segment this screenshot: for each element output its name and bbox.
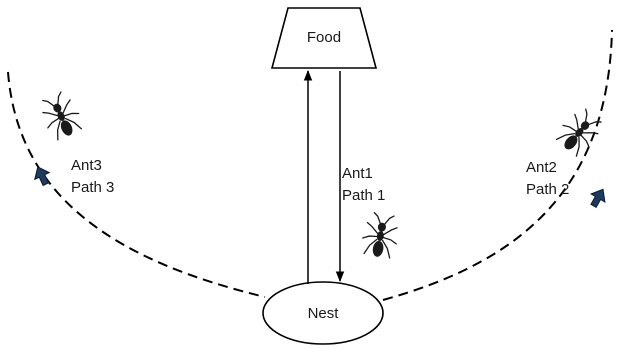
ant2-path: Path 2: [526, 181, 569, 198]
ant3-icon: [35, 88, 87, 144]
ant3-label-group: Ant3 Path 3: [71, 157, 114, 196]
direction-arrow-path-2: [589, 188, 606, 208]
food-label: Food: [307, 29, 341, 46]
path-3-dashed-curve: [7, 71, 266, 298]
ant3-name: Ant3: [71, 157, 102, 174]
nest-label: Nest: [308, 305, 340, 322]
food-node: Food: [270, 7, 378, 69]
ant2-label-group: Ant2 Path 2: [526, 159, 569, 198]
ant1-path: Path 1: [342, 187, 385, 204]
path-2-dashed-curve: [382, 29, 613, 301]
ant1-name: Ant1: [342, 165, 373, 182]
ant1-label-group: Ant1 Path 1: [342, 165, 385, 204]
direction-arrow-path-3: [34, 166, 51, 187]
ant1-icon: [359, 210, 402, 261]
nest-node: Nest: [262, 281, 384, 345]
ant3-path: Path 3: [71, 179, 114, 196]
ant2-name: Ant2: [526, 159, 557, 176]
ant2-icon: [552, 104, 608, 161]
path-1-arrows: [303, 69, 345, 284]
